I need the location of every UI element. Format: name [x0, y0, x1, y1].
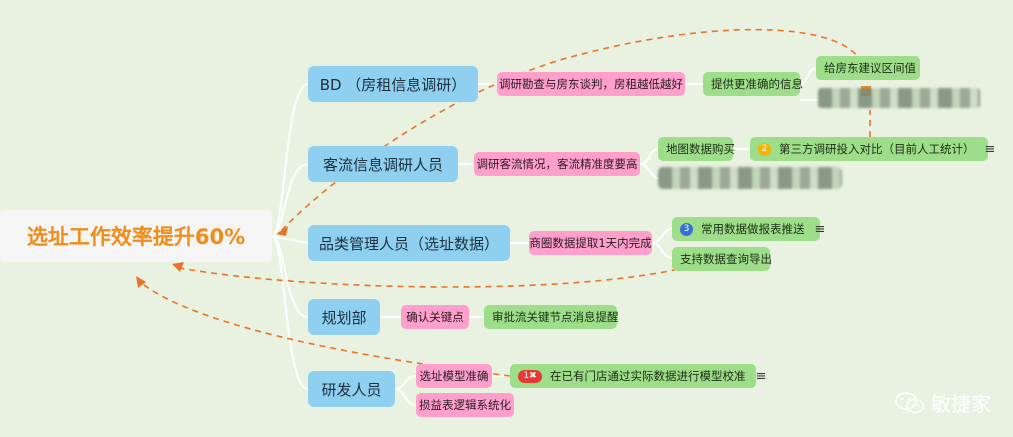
planning-approval-label: 审批流关键节点消息提醒 [492, 310, 619, 324]
marker-2: 2 [758, 142, 771, 156]
branch-category[interactable]: 品类管理人员（选址数据） [308, 225, 510, 261]
rd-model-calibration[interactable]: 1✖ 在已有门店通过实际数据进行模型校准 ≡ [510, 364, 766, 388]
bd-landlord-range[interactable]: 给房东建议区间值 [816, 56, 920, 80]
rd-model-accuracy[interactable]: 选址模型准确 [416, 364, 492, 388]
rd-model-accuracy-label: 选址模型准确 [419, 369, 489, 383]
notes-icon[interactable]: ≡ [814, 221, 826, 237]
bd-accurate-info[interactable]: 提供更准确的信息 [703, 72, 803, 96]
notes-icon[interactable]: ≡ [755, 368, 767, 384]
dashed-arrow-model [139, 281, 511, 377]
rd-pnl-system[interactable]: 损益表逻辑系统化 [416, 393, 514, 417]
traffic-detail[interactable]: 调研客流情况，客流精准度要高 [474, 152, 640, 176]
bd-landlord-range-label: 给房东建议区间值 [824, 61, 916, 75]
rd-model-calibration-label: 在已有门店通过实际数据进行模型校准 [550, 369, 746, 383]
notes-icon[interactable]: ≡ [984, 141, 996, 157]
branch-planning[interactable]: 规划部 [308, 299, 380, 335]
marker-1x: 1✖ [518, 369, 542, 383]
traffic-third-party[interactable]: 2 第三方调研投入对比（目前人工统计） ≡ [750, 137, 995, 161]
root-node[interactable]: 选址工作效率提升60% [0, 210, 272, 262]
branch-bd[interactable]: BD （房租信息调研） [308, 66, 478, 102]
branch-traffic-label: 客流信息调研人员 [322, 155, 443, 174]
bd-detail[interactable]: 调研勘查与房东谈判，房租越低越好 [497, 72, 685, 96]
wechat-icon [895, 391, 924, 413]
traffic-map-data-label: 地图数据购买 [666, 142, 735, 156]
branch-traffic[interactable]: 客流信息调研人员 [308, 146, 458, 182]
branch-bd-label: BD （房租信息调研） [319, 75, 467, 94]
branch-rd-label: 研发人员 [321, 380, 382, 399]
watermark-label: 敏捷家 [931, 392, 991, 416]
planning-detail[interactable]: 确认关键点 [401, 305, 469, 329]
dashed-arrow-bd [281, 28, 863, 231]
planning-detail-label: 确认关键点 [406, 310, 464, 324]
blurred-content [658, 167, 842, 189]
category-query-export-label: 支持数据查询导出 [680, 252, 772, 266]
category-detail[interactable]: 商圈数据提取1天内完成 [529, 231, 652, 255]
category-detail-label: 商圈数据提取1天内完成 [529, 236, 652, 250]
bd-detail-label: 调研勘查与房东谈判，房租越低越好 [499, 77, 683, 91]
branch-planning-label: 规划部 [321, 308, 367, 327]
marker-3: 3 [680, 222, 693, 236]
watermark: 敏捷家 [895, 388, 991, 417]
blurred-content [818, 88, 980, 108]
traffic-third-party-label: 第三方调研投入对比（目前人工统计） [779, 142, 975, 156]
category-report-push[interactable]: 3 常用数据做报表推送 ≡ [672, 217, 825, 241]
bd-accurate-info-label: 提供更准确的信息 [711, 77, 803, 91]
root-label: 选址工作效率提升60% [26, 225, 246, 249]
traffic-detail-label: 调研客流情况，客流精准度要高 [476, 157, 638, 171]
traffic-map-data[interactable]: 地图数据购买 [658, 137, 735, 161]
branch-category-label: 品类管理人员（选址数据） [318, 234, 499, 253]
rd-pnl-system-label: 损益表逻辑系统化 [419, 398, 511, 412]
branch-rd[interactable]: 研发人员 [308, 371, 395, 407]
category-query-export[interactable]: 支持数据查询导出 [672, 247, 772, 271]
category-report-push-label: 常用数据做报表推送 [701, 222, 805, 236]
planning-approval[interactable]: 审批流关键节点消息提醒 [484, 305, 619, 329]
dashed-arrow-data [179, 257, 721, 288]
